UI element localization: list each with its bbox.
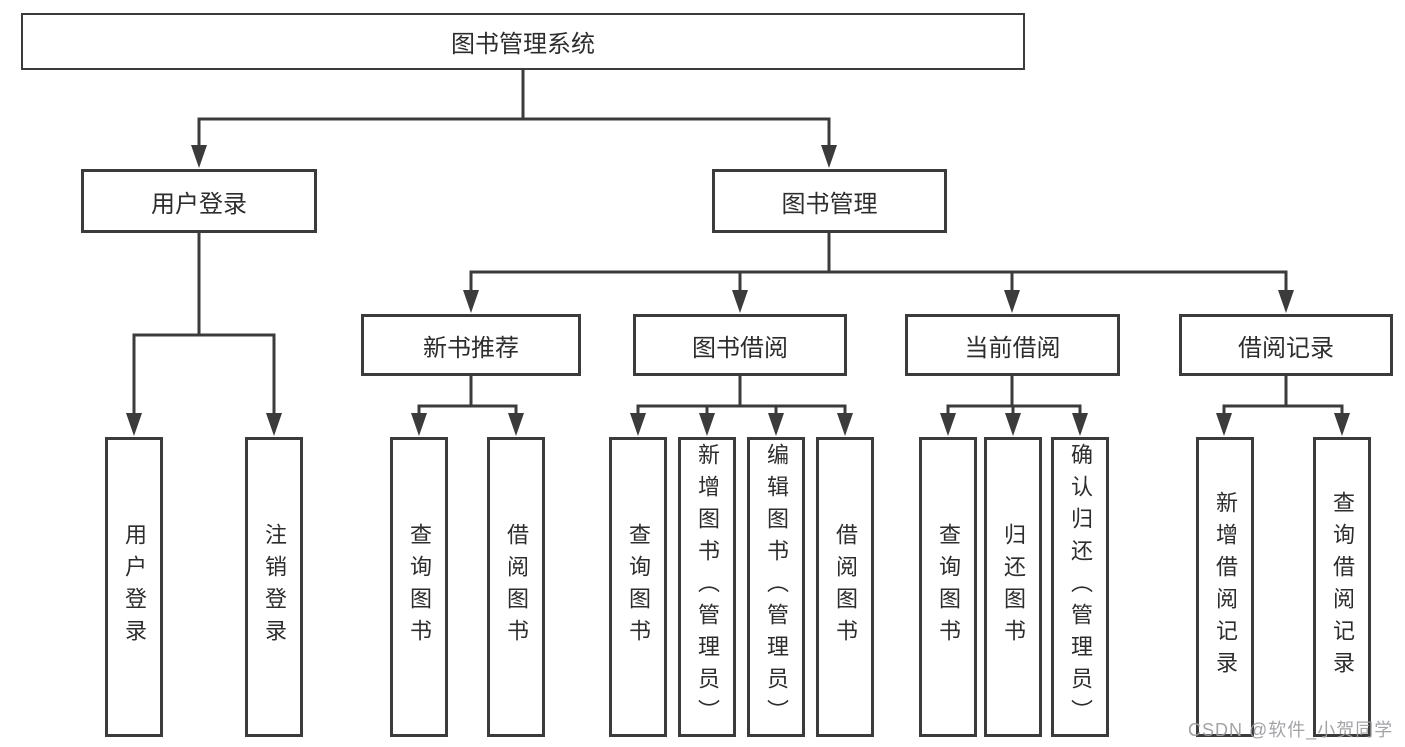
node-label: 图书管理 — [781, 190, 878, 218]
leaf-node-query-books: 查询图书 — [390, 437, 448, 737]
node-label: 编辑图书（管理员） — [764, 443, 789, 731]
node-user-login: 用户登录 — [81, 169, 317, 233]
leaf-node-add-borrow-record: 新增借阅记录 — [1196, 437, 1254, 737]
node-library-management-system: 图书管理系统 — [21, 13, 1025, 70]
leaf-node-edit-books-admin: 编辑图书（管理员） — [747, 437, 805, 737]
connector-book-borrowing-split — [636, 376, 847, 416]
leaf-node-borrow-books: 借阅图书 — [816, 437, 874, 737]
leaf-node-add-books-admin: 新增图书（管理员） — [678, 437, 736, 737]
connector-borrowing-records-split — [1222, 376, 1344, 416]
node-label: 查询图书 — [407, 523, 432, 651]
node-label: 查询图书 — [626, 523, 651, 651]
leaf-node-return-books: 归还图书 — [984, 437, 1042, 737]
node-label: 借阅记录 — [1238, 334, 1334, 362]
leaf-node-borrow-books: 借阅图书 — [487, 437, 545, 737]
connector-current-borrowing-split — [946, 376, 1082, 416]
leaf-node-logout: 注销登录 — [245, 437, 303, 737]
node-label: 新增借阅记录 — [1213, 491, 1238, 683]
leaf-node-query-books: 查询图书 — [609, 437, 667, 737]
node-current-borrowing: 当前借阅 — [905, 314, 1120, 376]
node-label: 归还图书 — [1001, 523, 1026, 651]
node-book-management: 图书管理 — [712, 169, 947, 233]
connector-book-management-split — [469, 233, 1288, 293]
node-label: 图书管理系统 — [451, 31, 595, 58]
connector-user-login-split — [132, 233, 276, 416]
arrowheads — [126, 145, 1350, 436]
watermark: CSDN @软件_小贺同学 — [1188, 720, 1394, 740]
node-label: 借阅图书 — [504, 523, 529, 651]
node-book-borrowing: 图书借阅 — [633, 314, 847, 376]
node-label: 新增图书（管理员） — [695, 443, 720, 731]
connector-root-split — [197, 70, 831, 148]
leaf-node-confirm-return-admin: 确认归还（管理员） — [1051, 437, 1109, 737]
node-label: 查询图书 — [936, 523, 961, 651]
node-label: 新书推荐 — [423, 334, 519, 362]
node-label: 用户登录 — [122, 523, 147, 651]
node-label: 用户登录 — [151, 190, 247, 218]
leaf-node-query-borrow-record: 查询借阅记录 — [1313, 437, 1371, 737]
node-borrowing-records: 借阅记录 — [1179, 314, 1393, 376]
node-label: 确认归还（管理员） — [1068, 443, 1093, 731]
node-label: 借阅图书 — [833, 523, 858, 651]
node-label: 当前借阅 — [964, 334, 1061, 362]
node-label: 图书借阅 — [692, 334, 788, 362]
connector-new-book-split — [417, 376, 518, 416]
leaf-node-query-books: 查询图书 — [919, 437, 977, 737]
node-label: 查询借阅记录 — [1330, 491, 1355, 683]
node-label: 注销登录 — [262, 523, 287, 651]
node-new-book-recommendation: 新书推荐 — [361, 314, 581, 376]
leaf-node-user-login: 用户登录 — [105, 437, 163, 737]
